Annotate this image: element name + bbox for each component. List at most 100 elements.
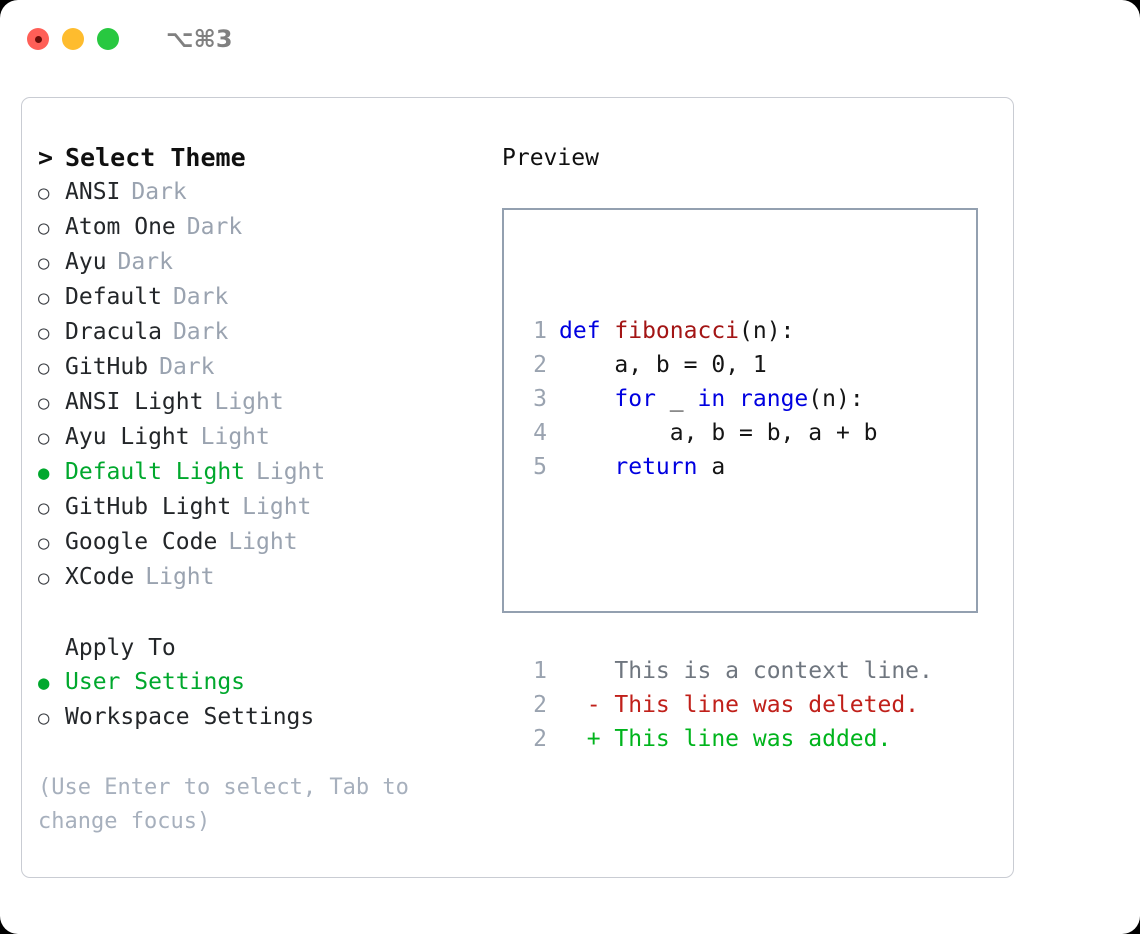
maximize-button[interactable] [97, 28, 119, 50]
radio-unselected-icon: ○ [38, 357, 50, 379]
theme-list-header: > Select Theme [38, 141, 488, 175]
code-line: 2 a, b = 0, 1 [516, 348, 933, 382]
code-token: , [725, 352, 753, 378]
theme-option-category: Dark [131, 179, 187, 205]
radio-unselected-icon: ○ [38, 567, 50, 589]
spacer [38, 595, 488, 631]
code-text: return a [559, 450, 725, 484]
theme-option-category: Light [145, 564, 215, 590]
radio-unselected-icon: ○ [38, 532, 50, 554]
preview-title: Preview [502, 145, 599, 171]
apply-to-option-list: ● User Settings ○ Workspace Settings [38, 665, 488, 735]
code-token: a, b = b, a + b [559, 420, 878, 446]
code-token: _ [655, 386, 698, 412]
code-token: return [614, 454, 698, 480]
theme-option-category: Dark [159, 354, 215, 380]
line-number: 2 [533, 352, 547, 378]
keyboard-hint: (Use Enter to select, Tab to change focu… [38, 775, 423, 834]
theme-option-xcode[interactable]: ○ XCode Light [38, 560, 488, 595]
line-number: 3 [533, 386, 547, 412]
code-token: (n): [808, 386, 864, 412]
theme-option-name: Default Light [65, 459, 246, 485]
code-token [559, 386, 614, 412]
code-line: 4 a, b = b, a + b [516, 416, 933, 450]
theme-option-name: GitHub [65, 354, 149, 380]
radio-unselected-icon: ○ [38, 182, 50, 204]
theme-option-category: Dark [172, 319, 229, 345]
code-token: fibonacci [614, 318, 740, 344]
radio-unselected-icon: ○ [38, 427, 50, 449]
diff-text-del: - This line was deleted. [559, 692, 920, 718]
theme-option-name: Default [65, 284, 162, 310]
diff-text-ctx: This is a context line. [559, 658, 933, 684]
code-token: range [739, 386, 809, 412]
code-line: 1 def fibonacci(n): [516, 314, 933, 348]
code-token [725, 386, 739, 412]
code-text: def fibonacci(n): [559, 314, 794, 348]
code-token: a [697, 454, 726, 480]
code-token: (n): [739, 318, 795, 344]
theme-option-category: Dark [117, 249, 173, 275]
theme-option-github[interactable]: ○ GitHub Dark [38, 350, 488, 385]
close-button[interactable] [27, 28, 49, 50]
theme-option-name: XCode [65, 564, 135, 590]
window-controls [27, 28, 119, 50]
radio-unselected-icon: ○ [38, 707, 50, 729]
theme-option-google-code[interactable]: ○ Google Code Light [38, 525, 488, 560]
diff-line: 2 + This line was added. [516, 722, 933, 756]
minimize-button[interactable] [62, 28, 84, 50]
code-token: a, b = [559, 352, 712, 378]
line-number: 1 [533, 318, 547, 344]
theme-option-name: Dracula [65, 319, 162, 345]
caret-icon: > [38, 143, 54, 172]
line-number: 1 [533, 658, 547, 684]
code-line: 5 return a [516, 450, 933, 484]
radio-selected-icon: ● [38, 672, 50, 694]
code-token: 1 [752, 352, 767, 378]
theme-option-category: Light [200, 424, 270, 450]
theme-option-category: Light [228, 529, 298, 555]
theme-option-category: Light [242, 494, 312, 520]
apply-to-option-name: User Settings [65, 669, 246, 695]
code-token: 0 [711, 352, 726, 378]
radio-unselected-icon: ○ [38, 392, 50, 414]
theme-option-ayu-light[interactable]: ○ Ayu Light Light [38, 420, 488, 455]
theme-option-category: Light [256, 459, 326, 485]
theme-option-name: ANSI [65, 179, 121, 205]
apply-to-title: Apply To [65, 635, 176, 661]
line-number: 5 [533, 454, 547, 480]
radio-unselected-icon: ○ [38, 287, 50, 309]
apply-to-option-name: Workspace Settings [65, 704, 315, 730]
theme-option-name: Atom One [65, 214, 176, 240]
radio-unselected-icon: ○ [38, 322, 50, 344]
line-number: 2 [533, 726, 547, 752]
theme-option-name: Ayu Light [65, 424, 190, 450]
diff-line: 2 - This line was deleted. [516, 688, 933, 722]
theme-option-ansi[interactable]: ○ ANSI Dark [38, 175, 488, 210]
keyboard-shortcut-label: ⌥⌘3 [166, 25, 233, 53]
radio-unselected-icon: ○ [38, 497, 50, 519]
diff-sample: 1 This is a context line. 2 - This line w… [516, 654, 933, 756]
code-token [559, 454, 614, 480]
theme-option-dracula[interactable]: ○ Dracula Dark [38, 315, 488, 350]
apply-to-option-user-settings[interactable]: ● User Settings [38, 665, 488, 700]
page-title: Select Theme [65, 143, 246, 172]
apply-to-option-workspace-settings[interactable]: ○ Workspace Settings [38, 700, 488, 735]
line-number: 2 [533, 692, 547, 718]
code-token: def [559, 318, 615, 344]
theme-option-name: Google Code [65, 529, 218, 555]
theme-option-category: Dark [186, 214, 243, 240]
code-spacer [516, 552, 933, 586]
